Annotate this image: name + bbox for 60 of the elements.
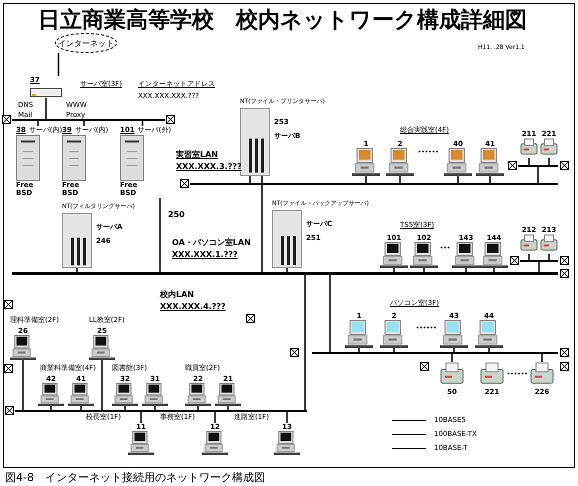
network-bus-line — [518, 165, 558, 167]
connector-line — [358, 348, 360, 352]
connector-line — [453, 348, 455, 352]
connector-line — [528, 158, 530, 165]
connector-line — [286, 268, 288, 272]
connector-line — [83, 121, 85, 126]
connector-line — [214, 412, 216, 423]
connector-line — [489, 176, 491, 183]
connector-line — [365, 176, 367, 183]
connector-line — [538, 262, 540, 272]
connector-line — [80, 406, 82, 410]
connector-line — [537, 167, 539, 183]
network-bus-line — [12, 272, 558, 275]
network-bus-line — [520, 260, 558, 262]
text-label: 校内LAN — [160, 290, 194, 300]
title: 日立商業高等学校 校内ネットワーク構成詳細図 — [38, 8, 527, 34]
connector-line — [457, 176, 459, 183]
cloud-ellipse: インターネット — [55, 33, 117, 53]
connector-line — [37, 121, 39, 126]
connector-line — [227, 406, 229, 410]
connector-line — [304, 275, 306, 410]
text-label: XXX.XXX.4.??? — [160, 302, 226, 312]
connector-line — [423, 268, 425, 272]
connector-line — [101, 360, 103, 410]
connector-line — [140, 412, 142, 423]
connector-line — [124, 406, 126, 410]
connector-line — [50, 406, 52, 410]
caption: 図4-8 インターネット接続用のネットワーク構成図 — [5, 471, 265, 484]
connector-line — [76, 268, 78, 272]
connector-line — [159, 198, 161, 272]
connector-line — [197, 406, 199, 410]
connector-line — [399, 176, 401, 183]
connector-line — [22, 360, 24, 410]
connector-line — [249, 176, 251, 183]
connector-line — [393, 268, 395, 272]
connector-line — [493, 268, 495, 272]
connector-line — [142, 121, 144, 126]
connector-line — [393, 348, 395, 352]
text-label: XXX.XXX.3.??? — [176, 162, 242, 172]
connector-line — [45, 98, 47, 119]
connector-line — [548, 158, 550, 165]
connector-line — [465, 268, 467, 272]
network-bus-line — [12, 119, 165, 121]
text-label: 250 — [168, 210, 185, 220]
network-bus-line — [15, 410, 307, 412]
connector-line — [488, 348, 490, 352]
text-label: OA・パソコン室LAN — [172, 238, 251, 248]
network-bus-line — [190, 183, 558, 185]
connector-line — [329, 275, 331, 352]
connector-line — [528, 254, 530, 260]
connector-line — [451, 354, 453, 362]
connector-line — [541, 354, 543, 362]
connector-line — [548, 254, 550, 260]
connector-line — [58, 53, 60, 76]
text-label: 実習室LAN — [176, 150, 218, 160]
connector-line — [261, 176, 263, 272]
text-label: XXX.XXX.1.??? — [172, 250, 238, 260]
network-bus-line — [312, 352, 558, 354]
connector-line — [154, 406, 156, 410]
connector-line — [286, 412, 288, 423]
